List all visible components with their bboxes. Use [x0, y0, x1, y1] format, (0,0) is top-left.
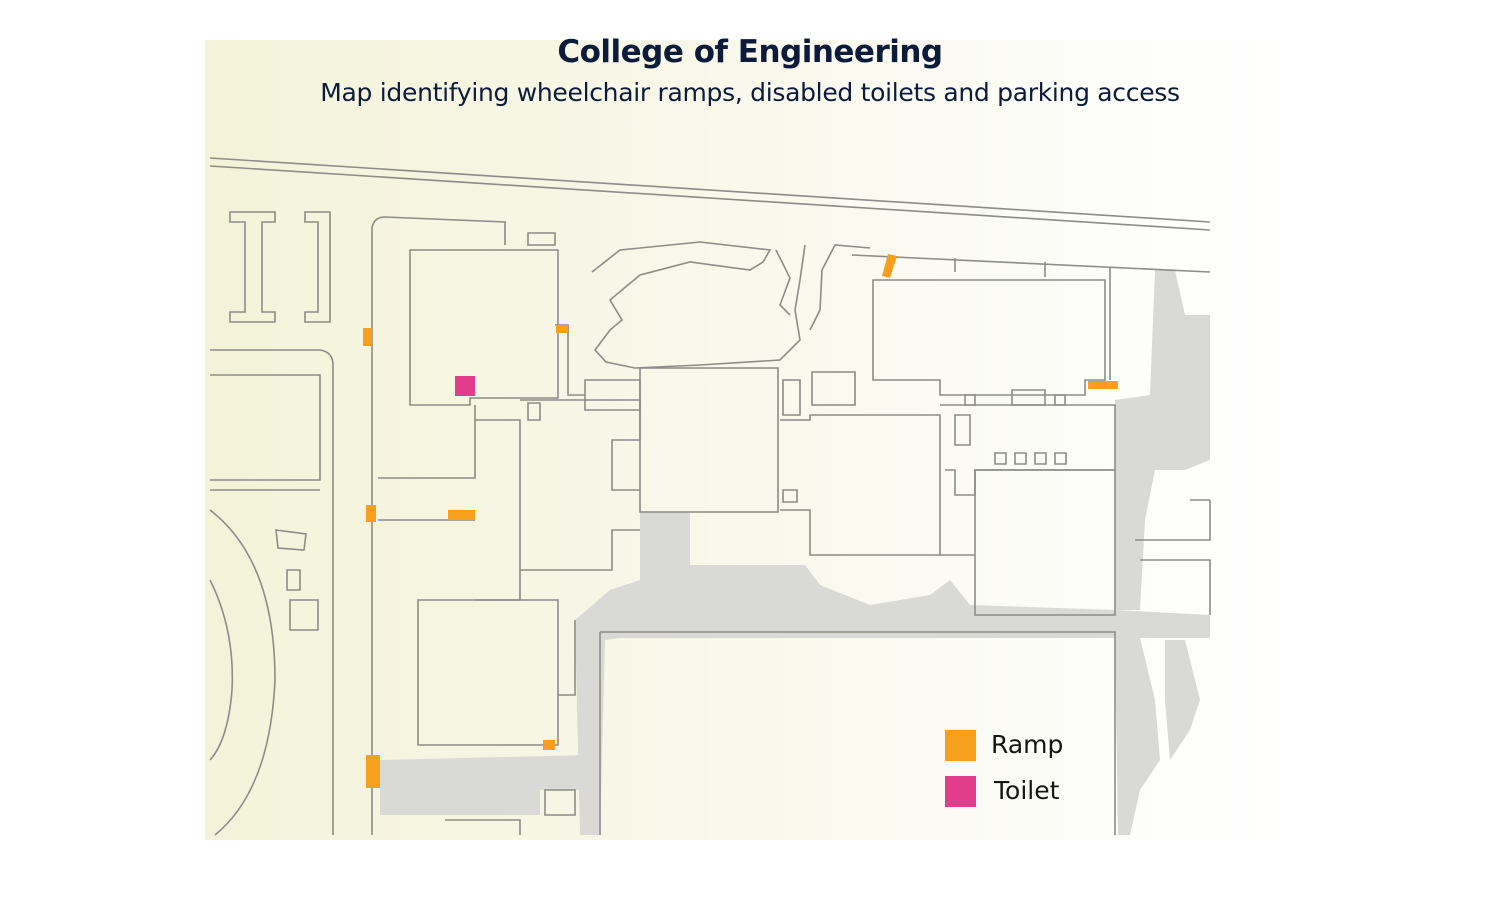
- legend-swatch-toilet: [945, 776, 976, 807]
- toilet-markers[interactable]: [455, 376, 475, 396]
- ramp-marker[interactable]: [366, 755, 380, 788]
- ramp-marker[interactable]: [543, 740, 555, 750]
- ramp-marker[interactable]: [1088, 381, 1118, 389]
- ramp-marker[interactable]: [556, 325, 568, 333]
- ramp-marker[interactable]: [882, 254, 897, 278]
- ramp-markers[interactable]: [363, 254, 1118, 788]
- legend-label-ramp: Ramp: [991, 730, 1064, 759]
- ramp-marker[interactable]: [363, 328, 372, 346]
- building-outlines: [209, 157, 1211, 836]
- accessible-pathways: [380, 270, 1210, 835]
- page-subtitle: Map identifying wheelchair ramps, disabl…: [320, 78, 1180, 107]
- map-paper-background: [205, 40, 1285, 840]
- ramp-marker[interactable]: [366, 505, 376, 522]
- ramp-marker[interactable]: [448, 510, 475, 520]
- legend-swatch-ramp: [945, 730, 976, 761]
- toilet-marker[interactable]: [455, 376, 475, 396]
- legend-label-toilet: Toilet: [994, 776, 1060, 805]
- page-title: College of Engineering: [557, 34, 943, 70]
